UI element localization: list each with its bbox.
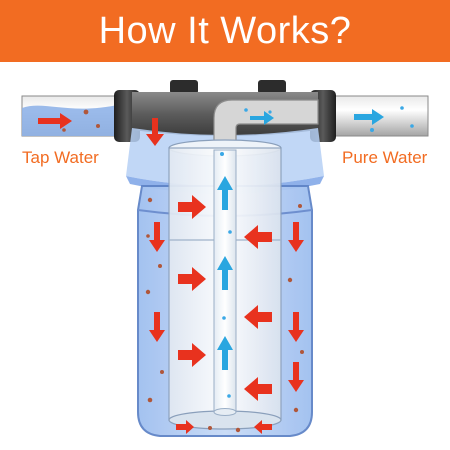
center-outlet-elbow — [213, 99, 319, 151]
inward-arrow-icon — [178, 343, 206, 367]
down-arrow-icon — [146, 118, 164, 146]
page-title: How It Works? — [98, 9, 352, 52]
elbow-flow-arrow-icon — [250, 111, 274, 125]
inward-arrow-icon — [244, 225, 272, 249]
inlet-flow-arrow-icon — [38, 113, 72, 129]
down-arrow-icon — [288, 312, 304, 342]
bottom-flow-arrow-icon — [254, 420, 272, 434]
inward-arrow-icon — [178, 195, 206, 219]
pure-water-flow-arrows — [217, 109, 384, 370]
tap-water-label: Tap Water — [22, 148, 99, 167]
up-arrow-icon — [217, 256, 233, 290]
pure-water-label: Pure Water — [342, 148, 428, 167]
title-banner: How It Works? — [0, 0, 450, 62]
outlet-pipe — [310, 90, 429, 142]
inlet-pipe — [21, 90, 140, 142]
inward-arrow-icon — [178, 267, 206, 291]
tap-water-flow-arrows — [38, 113, 304, 434]
up-arrow-icon — [217, 176, 233, 210]
sediment-particles — [62, 109, 304, 433]
inward-arrow-icon — [244, 377, 272, 401]
outlet-flow-arrow-icon — [354, 109, 384, 125]
down-arrow-icon — [149, 222, 165, 252]
filter-diagram — [21, 80, 429, 437]
inward-arrow-icon — [244, 305, 272, 329]
down-arrow-icon — [288, 362, 304, 392]
up-arrow-icon — [217, 336, 233, 370]
down-arrow-icon — [288, 222, 304, 252]
water-bubbles — [220, 106, 414, 398]
bottom-flow-arrow-icon — [176, 420, 194, 434]
down-arrow-icon — [149, 312, 165, 342]
